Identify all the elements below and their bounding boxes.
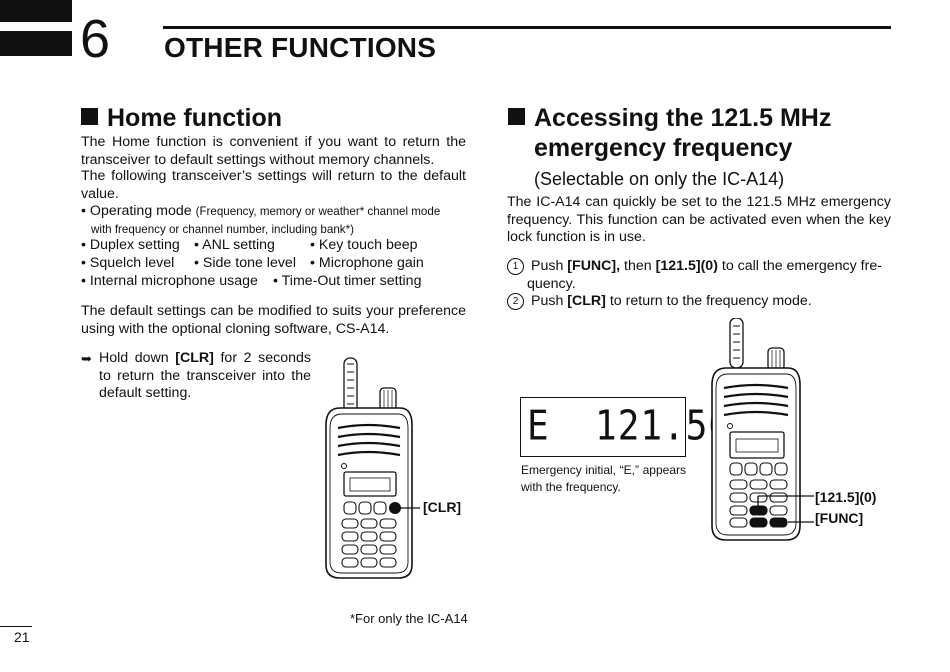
bullet-anl: • ANL setting [194, 237, 275, 253]
square-bullet-icon [508, 108, 525, 125]
key-1215-label: [121.5](0) [815, 489, 877, 505]
home-bullet-operating-mode: • Operating mode (Frequency, memory or w… [81, 203, 471, 221]
arrow-icon: ➥ [81, 351, 92, 366]
bullet-operating-mode-detail: (Frequency, memory or weather* channel m… [195, 205, 441, 218]
bullet-duplex: • Duplex setting [81, 237, 180, 253]
step2-text-a: Push [531, 293, 564, 309]
lcd-caption: Emergency initial, “E,” appears with the… [521, 463, 686, 494]
bullet-timeout: • Time-Out timer setting [273, 273, 422, 289]
bullet-operating-mode: • Operating mode [81, 203, 192, 219]
step1-text-b: then [624, 258, 652, 274]
chapter-title: OTHER FUNCTIONS [164, 32, 437, 63]
chapter-tab-bottom [0, 31, 72, 56]
home-section-title: Home function [81, 103, 282, 133]
lcd-display: E 121.500 [520, 397, 753, 457]
page-number: 21 [14, 629, 30, 645]
step1-key-1215: [121.5](0) [655, 258, 718, 274]
step1-text-c: to call the emergency fre- [721, 258, 882, 274]
emergency-section-title: Accessing the 121.5 MHz [508, 103, 831, 133]
emergency-title-line1: Accessing the 121.5 MHz [534, 104, 832, 132]
bullet-key-beep: • Key touch beep [310, 237, 418, 253]
home-title-text: Home function [107, 104, 282, 132]
home-instruction: ➥ Hold down [CLR] for 2 seconds to retur… [81, 350, 311, 403]
step1-text-a: Push [531, 258, 564, 274]
footnote: *For only the IC-A14 [350, 611, 468, 626]
bullet-operating-mode-cont: with frequency or channel number, includ… [91, 223, 354, 236]
clr-key-label: [CLR] [423, 499, 462, 515]
bullet-side-tone: • Side tone level [194, 255, 296, 271]
home-paragraph-3: The default settings can be modified to … [81, 303, 466, 337]
instr-text-b: for 2 seconds to return the transceiver … [99, 350, 311, 401]
radio-illustration-right [711, 318, 814, 541]
bullet-squelch: • Squelch level [81, 255, 175, 271]
bullet-internal-mic: • Internal microphone usage [81, 273, 258, 289]
chapter-number: 6 [80, 9, 111, 69]
emergency-step-2: 2 Push [CLR] to return to the frequency m… [507, 293, 891, 311]
instr-text-a: Hold down [99, 350, 169, 366]
emergency-paragraph: The IC-A14 can quickly be set to the 121… [507, 194, 891, 245]
radio-illustration-left [325, 357, 420, 579]
page-number-rule [0, 626, 32, 627]
emergency-step-1: 1 Push [FUNC], then [121.5](0) to call th… [507, 258, 891, 276]
step2-key-clr: [CLR] [567, 293, 606, 309]
bullet-mic-gain: • Microphone gain [310, 255, 424, 271]
chapter-tab-top [0, 0, 72, 22]
chapter-rule [163, 26, 891, 29]
step2-text-b: to return to the frequency mode. [609, 293, 812, 309]
square-bullet-icon [81, 108, 98, 125]
step-2-number: 2 [507, 293, 524, 310]
home-instruction-text: Hold down [CLR] for 2 seconds to return … [99, 350, 311, 403]
instr-key-clr: [CLR] [175, 350, 214, 366]
step1-key-func: [FUNC], [567, 258, 621, 274]
step-1-number: 1 [507, 258, 524, 275]
emergency-title-line2: emergency frequency [534, 134, 793, 162]
emergency-step-1-cont: quency. [527, 276, 576, 292]
home-paragraph-1: The Home function is convenient if you w… [81, 134, 466, 168]
emergency-subtitle: (Selectable on only the IC-A14) [534, 169, 785, 189]
func-key-label: [FUNC] [815, 510, 864, 526]
home-paragraph-2: The following transceiver’s settings wil… [81, 168, 466, 202]
